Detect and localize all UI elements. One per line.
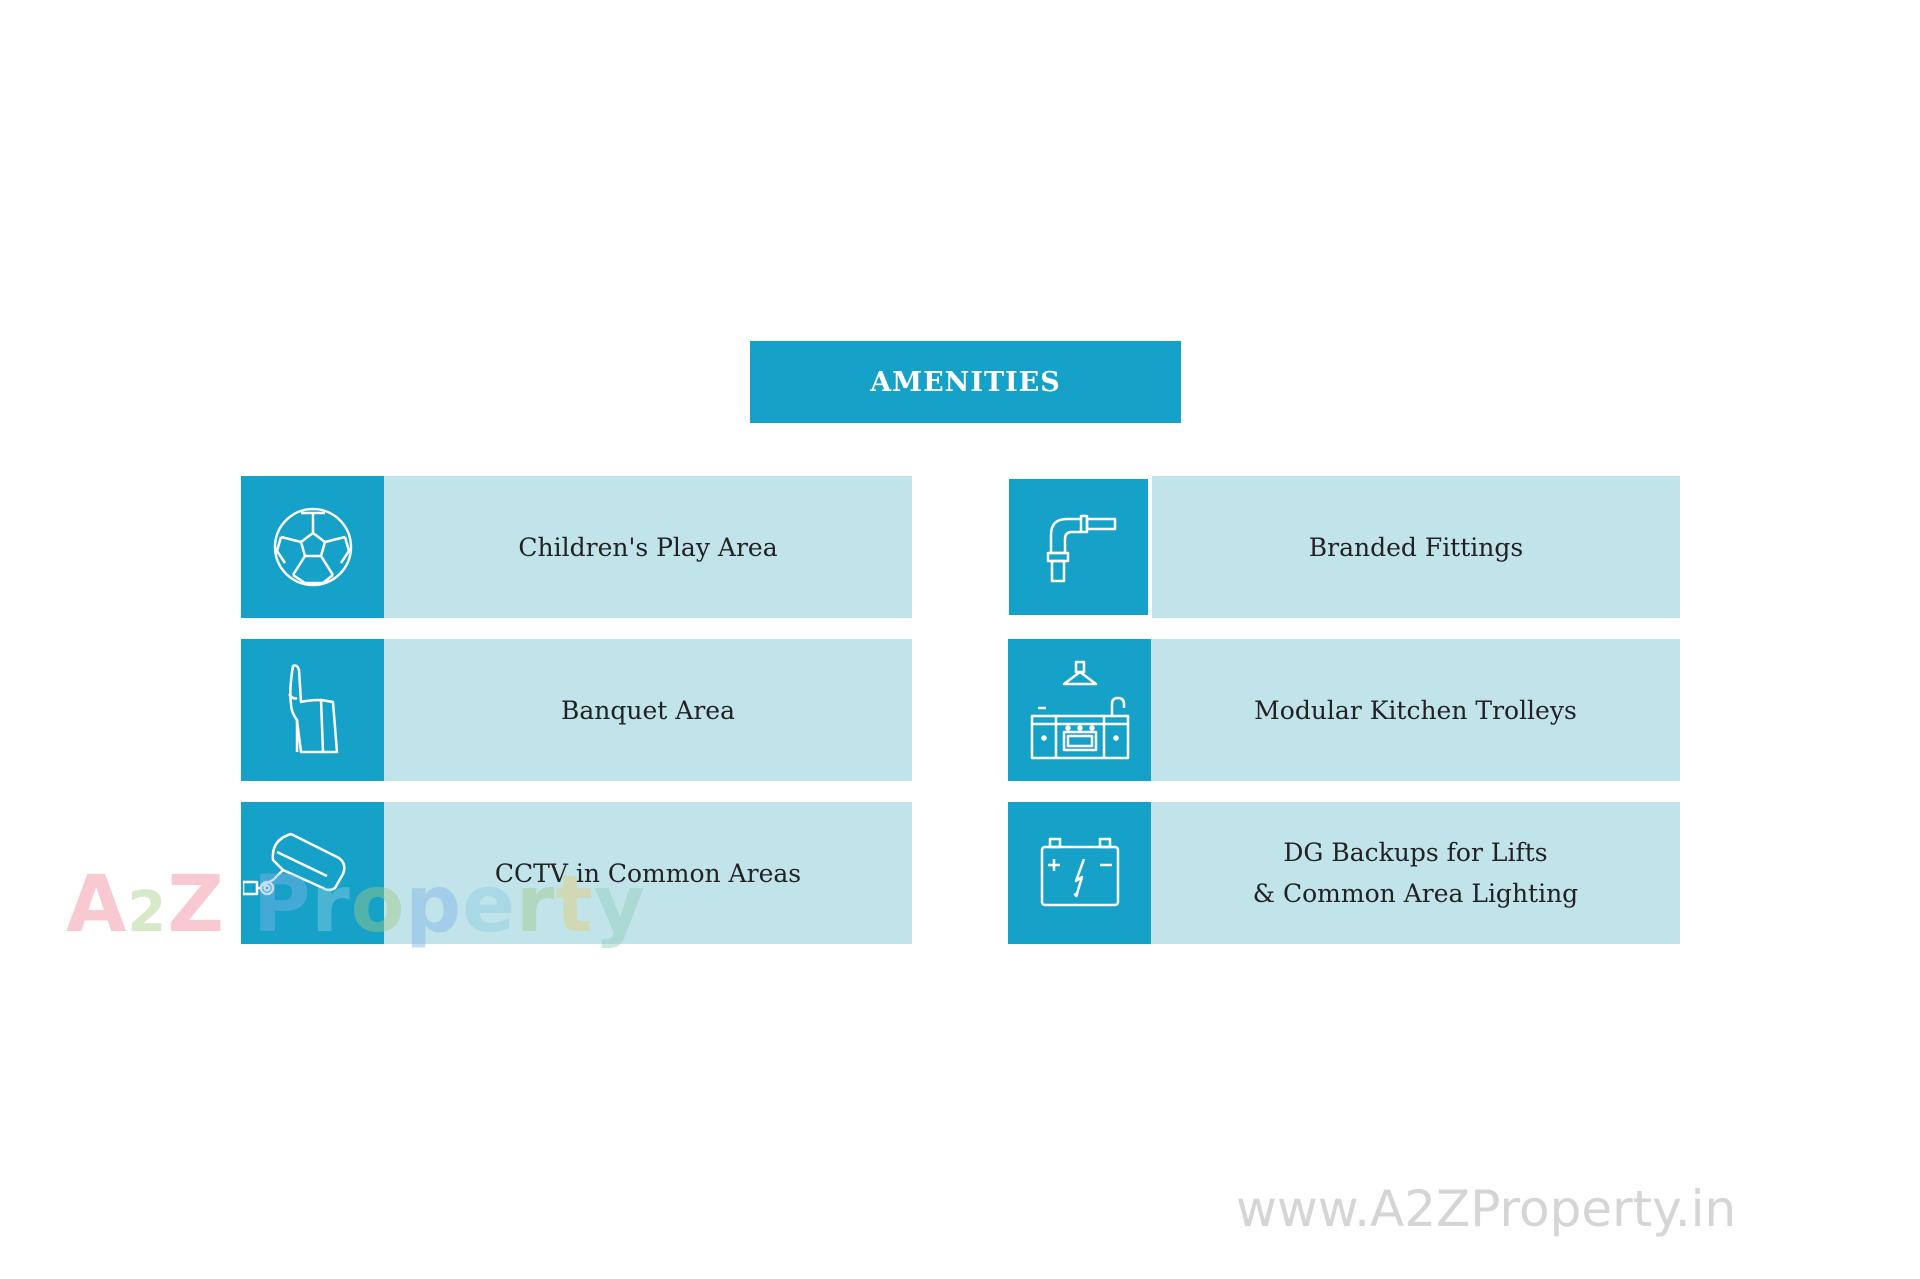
- amenity-icon-box: [1008, 639, 1151, 781]
- watermark-url: www.A2ZProperty.in: [1236, 1180, 1737, 1238]
- amenity-label: Banquet Area: [384, 639, 912, 781]
- amenity-label: Children's Play Area: [384, 476, 912, 618]
- amenity-card-dg-backups: DG Backups for Lifts & Common Area Light…: [1008, 802, 1680, 944]
- amenity-card-banquet-area: Banquet Area: [241, 639, 912, 781]
- amenity-label-line: Modular Kitchen Trolleys: [1254, 695, 1577, 725]
- amenity-label-line: CCTV in Common Areas: [494, 858, 802, 888]
- amenity-label-line: Banquet Area: [561, 695, 735, 725]
- faucet-pipe-icon: [1046, 514, 1116, 583]
- amenity-card-cctv-in-common-areas: CCTV in Common Areas: [241, 802, 912, 944]
- page-title-text: AMENITIES: [870, 366, 1061, 398]
- battery-icon: [1040, 837, 1119, 907]
- amenity-icon-box: [241, 476, 384, 618]
- amenity-label-line: DG Backups for Lifts: [1283, 838, 1548, 867]
- amenity-icon-box: [1009, 479, 1148, 615]
- card-divider: [1148, 476, 1152, 618]
- amenity-label: DG Backups for Lifts & Common Area Light…: [1151, 802, 1680, 944]
- amenity-label: CCTV in Common Areas: [384, 802, 912, 944]
- amenity-label: Modular Kitchen Trolleys: [1151, 639, 1680, 781]
- amenity-card-branded-fittings: Branded Fittings: [1009, 476, 1680, 618]
- soccer-ball-icon: [273, 507, 352, 587]
- amenity-icon-box: [241, 802, 384, 944]
- amenity-icon-box: [241, 639, 384, 781]
- amenity-card-modular-kitchen-trolleys: Modular Kitchen Trolleys: [1008, 639, 1680, 781]
- amenity-card-childrens-play-area: Children's Play Area: [241, 476, 912, 618]
- amenity-label-line: Branded Fittings: [1308, 532, 1524, 562]
- kitchen-stove-icon: [1030, 660, 1129, 760]
- amenity-icon-box: [1008, 802, 1151, 944]
- amenity-label-line: Children's Play Area: [518, 532, 778, 562]
- amenity-label-line: & Common Area Lighting: [1252, 879, 1579, 908]
- amenity-label: Branded Fittings: [1152, 476, 1680, 618]
- cctv-camera-icon: [243, 832, 346, 896]
- page-title: AMENITIES: [750, 341, 1181, 423]
- chair-icon: [287, 664, 338, 754]
